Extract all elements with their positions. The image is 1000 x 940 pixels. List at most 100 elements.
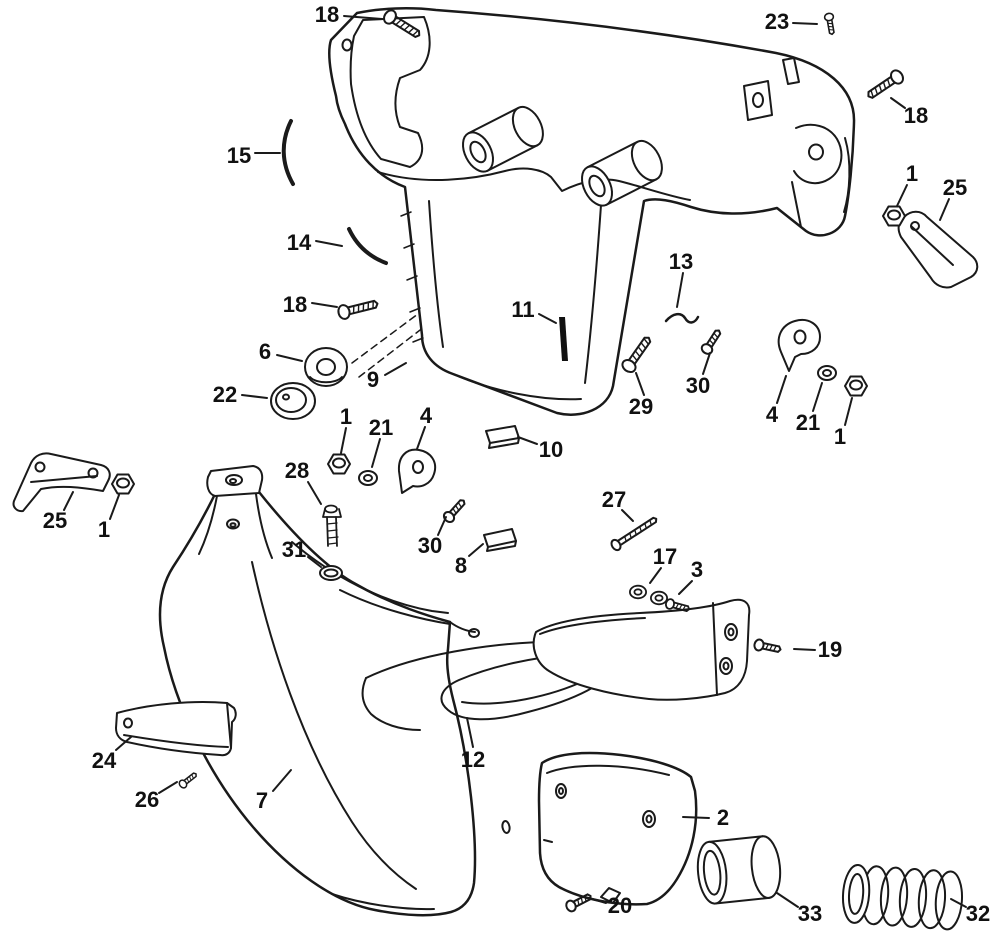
upper-exhaust-housing xyxy=(327,7,856,416)
leader-line-32 xyxy=(950,898,967,908)
leader-line-8 xyxy=(468,543,484,557)
callout-18-0: 18 xyxy=(314,2,340,27)
leader-line-33 xyxy=(776,892,799,908)
leader-line-23 xyxy=(792,22,818,25)
leader-line-19 xyxy=(793,648,816,651)
spring-clip xyxy=(664,312,700,324)
callout-24-33: 24 xyxy=(91,748,117,773)
callout-17-28: 17 xyxy=(652,544,678,569)
leader-line-1 xyxy=(109,494,120,520)
leader-line-14 xyxy=(315,240,343,247)
callout-28-22: 28 xyxy=(284,458,310,483)
callout-1-24: 1 xyxy=(97,517,111,542)
callout-1-18: 1 xyxy=(339,404,353,429)
leader-line-11 xyxy=(538,313,557,324)
callout-8-26: 8 xyxy=(454,553,468,578)
callout-10-21: 10 xyxy=(538,437,564,462)
side-arm-plate xyxy=(532,598,751,701)
callout-7-35: 7 xyxy=(255,788,269,813)
callout-18-8: 18 xyxy=(282,292,308,317)
callout-19-31: 19 xyxy=(817,637,843,662)
leader-line-1 xyxy=(340,427,347,454)
pin xyxy=(559,317,568,361)
leader-line-4 xyxy=(776,375,787,404)
callout-4-14: 4 xyxy=(765,402,779,427)
exhaust-sleeve xyxy=(696,835,782,905)
callout-21-19: 21 xyxy=(368,415,394,440)
callout-20-37: 20 xyxy=(607,893,633,918)
lower-housing xyxy=(158,465,616,917)
callout-31-30: 31 xyxy=(281,537,307,562)
hook-bracket-right xyxy=(777,319,821,372)
leader-line-30 xyxy=(702,352,711,375)
o-ring xyxy=(319,565,343,581)
grommet xyxy=(304,347,348,387)
anode-bracket-right xyxy=(897,210,979,289)
spacer-block-lower xyxy=(483,528,517,552)
callout-32-39: 32 xyxy=(965,901,991,926)
callout-1-16: 1 xyxy=(833,424,847,449)
callout-27-27: 27 xyxy=(601,487,627,512)
leader-line-31 xyxy=(307,556,322,568)
callout-11-9: 11 xyxy=(511,297,535,322)
leader-line-30 xyxy=(437,516,447,536)
callout-29-12: 29 xyxy=(628,394,654,419)
leader-line-1 xyxy=(844,397,853,426)
leader-line-27 xyxy=(621,509,634,522)
leader-line-6 xyxy=(276,354,303,362)
leader-line-24 xyxy=(115,736,132,751)
leader-line-10 xyxy=(517,436,538,445)
leader-line-25 xyxy=(63,491,74,511)
callout-13-7: 13 xyxy=(668,249,694,274)
leader-line-13 xyxy=(676,272,684,308)
callout-26-34: 26 xyxy=(134,787,160,812)
cover-plate xyxy=(537,751,698,906)
callout-25-5: 25 xyxy=(942,175,968,200)
callout-6-10: 6 xyxy=(258,339,272,364)
callout-14-6: 14 xyxy=(286,230,312,255)
leader-line-3 xyxy=(678,580,693,595)
leader-line-1 xyxy=(896,184,908,207)
callout-22-17: 22 xyxy=(212,382,238,407)
leader-line-9 xyxy=(384,362,407,376)
leader-line-7 xyxy=(272,769,292,792)
callout-12-32: 12 xyxy=(460,747,486,772)
callout-21-15: 21 xyxy=(795,410,821,435)
callout-4-20: 4 xyxy=(419,403,433,428)
callout-9-11: 9 xyxy=(366,367,380,392)
callout-30-13: 30 xyxy=(685,373,711,398)
callout-2-36: 2 xyxy=(716,805,730,830)
mount-tube-rear xyxy=(580,139,663,207)
leader-line-22 xyxy=(241,394,268,399)
leader-line-12 xyxy=(466,717,474,748)
callout-3-29: 3 xyxy=(690,557,704,582)
callout-23-1: 23 xyxy=(764,9,790,34)
callout-33-38: 33 xyxy=(797,901,823,926)
leader-line-2 xyxy=(682,816,710,819)
leader-line-18 xyxy=(890,97,906,109)
callout-15-3: 15 xyxy=(226,143,252,168)
leader-line-26 xyxy=(158,781,178,794)
round-cap xyxy=(270,382,316,420)
leader-line-25 xyxy=(939,198,950,221)
hook-bracket-mid xyxy=(397,448,437,494)
leader-line-29 xyxy=(635,372,645,396)
leader-line-28 xyxy=(307,481,322,505)
wire-clip-upper xyxy=(281,119,295,186)
leader-line-21 xyxy=(371,438,381,468)
wire-clip-lower xyxy=(347,227,388,265)
anode-bracket-left xyxy=(12,452,111,513)
coil-spring xyxy=(841,863,964,931)
leader-line-4 xyxy=(416,426,426,450)
leader-line-20 xyxy=(588,897,607,904)
leader-line-21 xyxy=(812,382,823,412)
callout-25-23: 25 xyxy=(42,508,68,533)
leader-line-18 xyxy=(311,302,338,308)
callout-18-2: 18 xyxy=(903,103,929,128)
callout-30-25: 30 xyxy=(417,533,443,558)
callout-1-4: 1 xyxy=(905,161,919,186)
drain-fitting xyxy=(322,504,342,547)
leader-line-18 xyxy=(343,15,383,20)
